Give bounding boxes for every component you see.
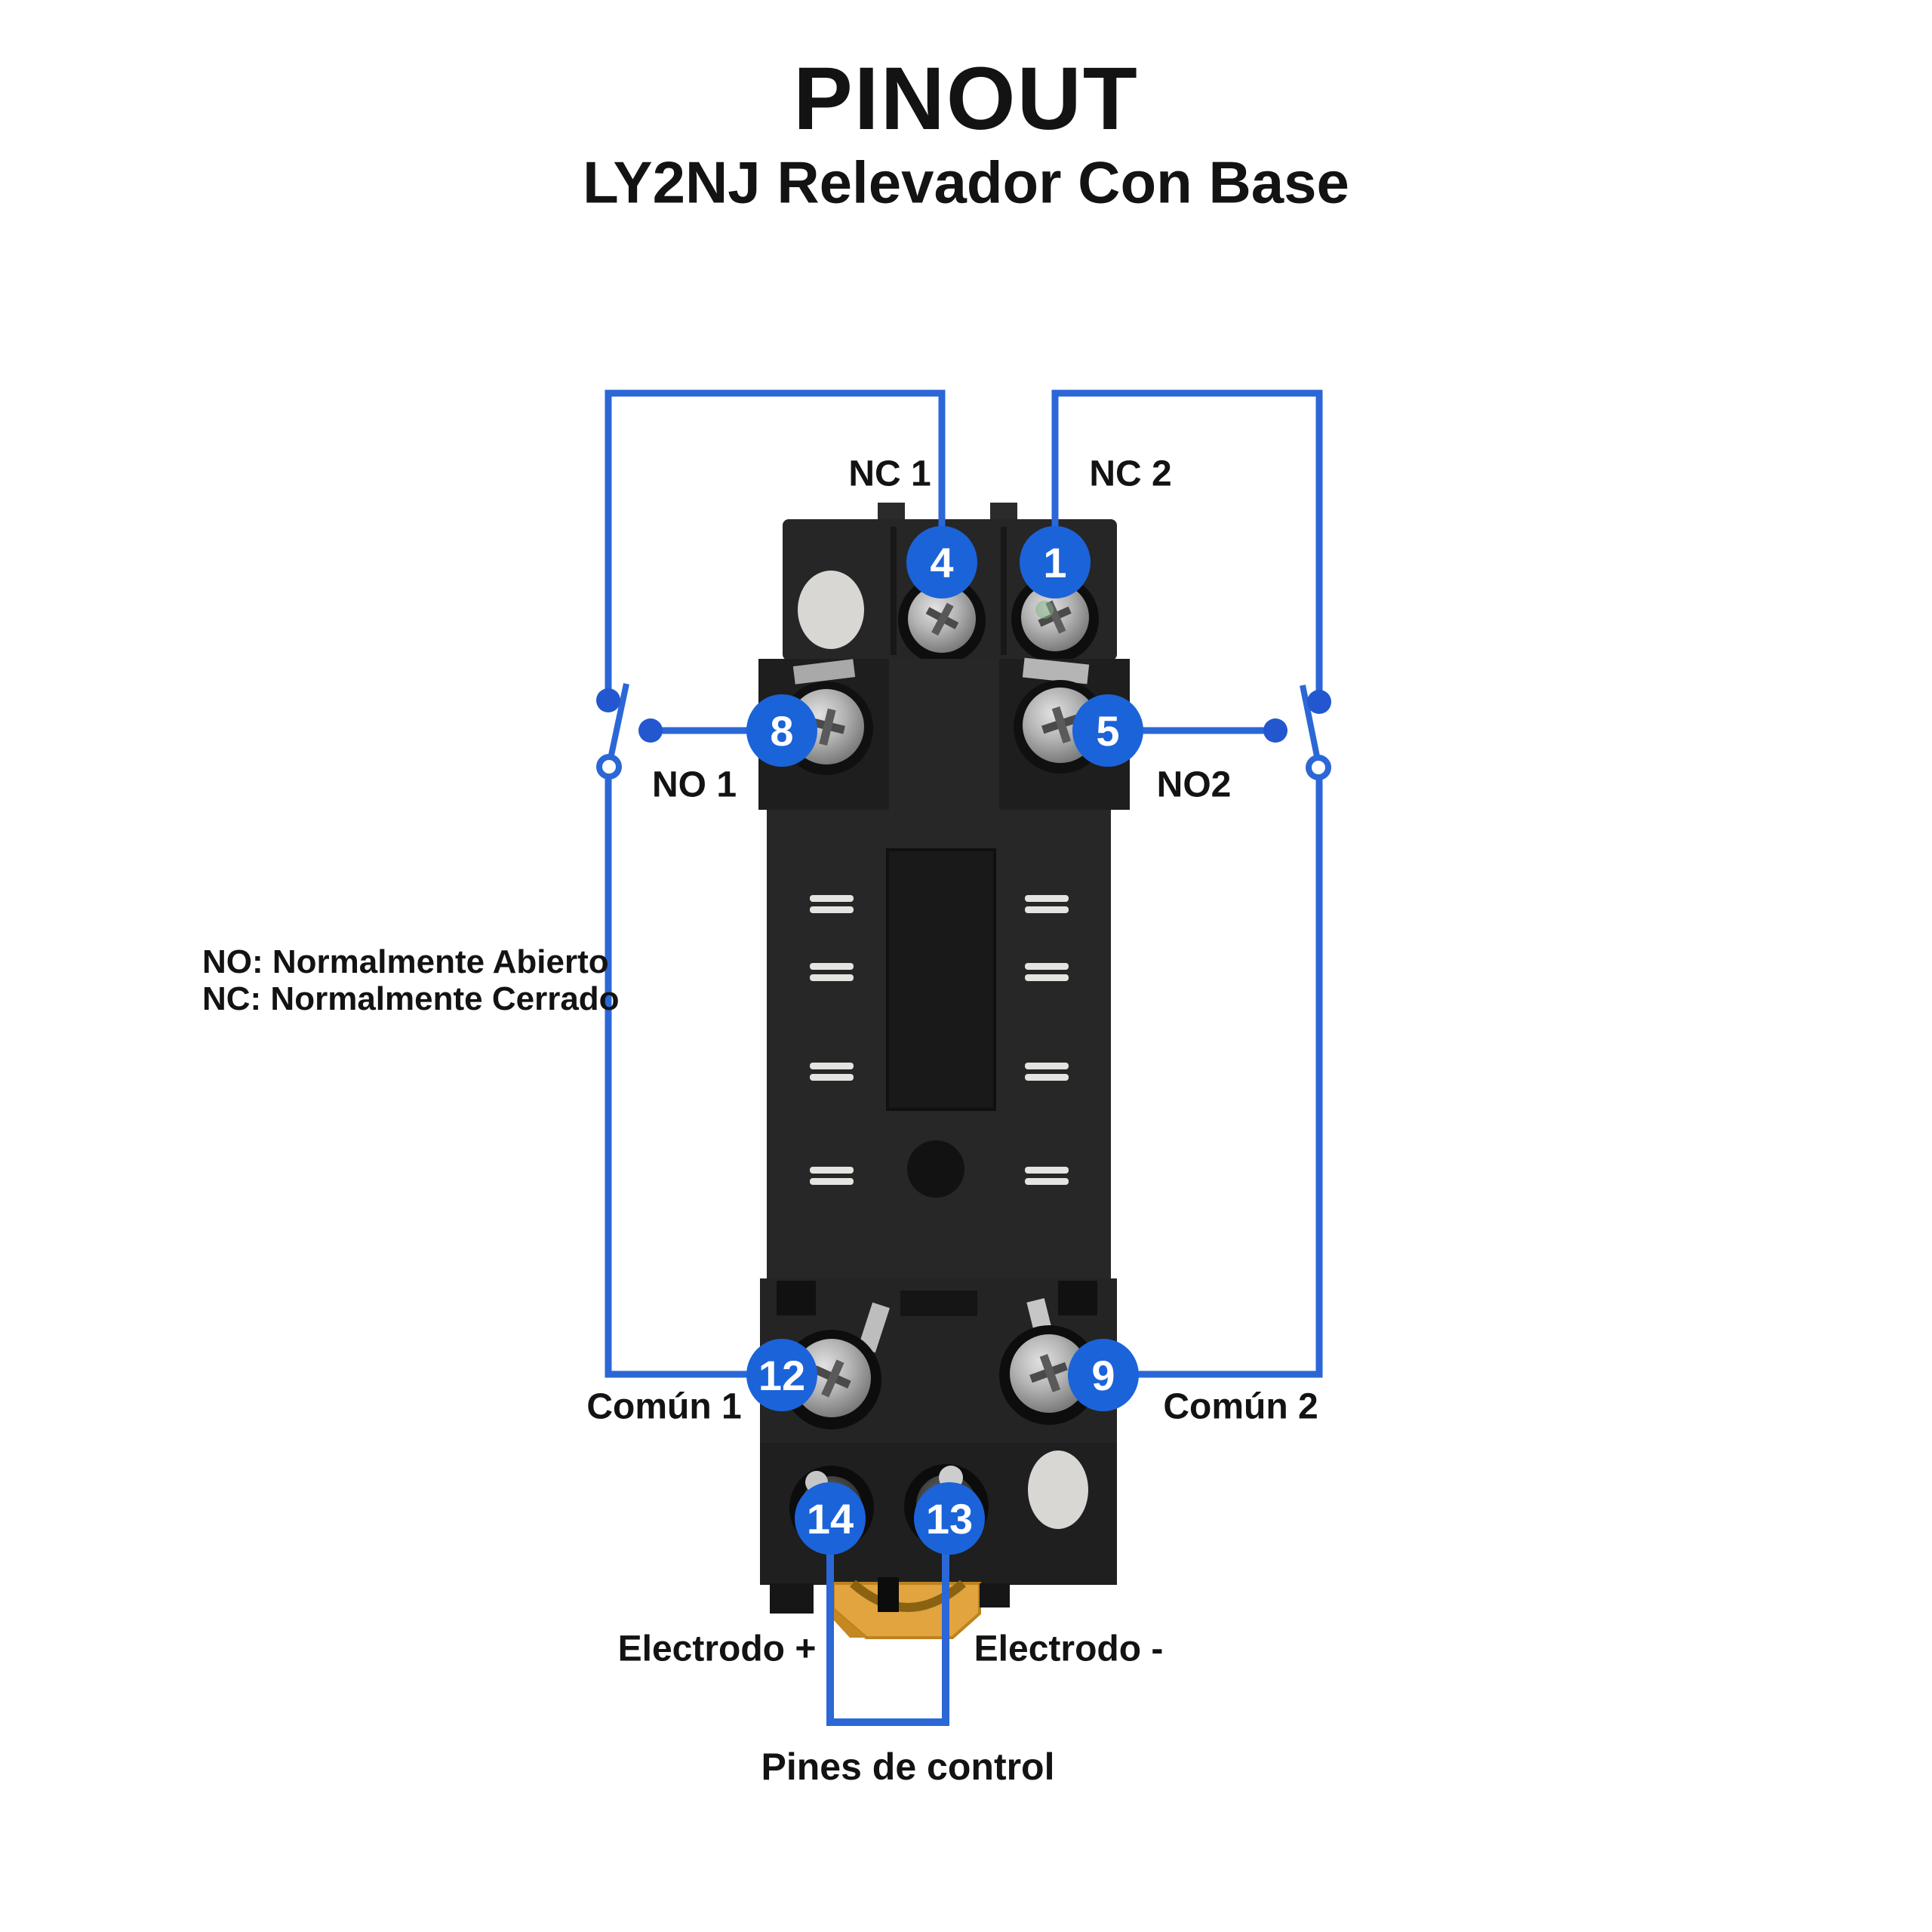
center-recess [886,848,996,1111]
label-electrodo-pos: Electrodo + [617,1629,817,1669]
pin-badge-5: 5 [1072,694,1143,767]
screw-terminal-9 [999,1325,1099,1425]
wire-nc2-bottom [1103,779,1323,1378]
wire-nc2-top [1051,389,1323,702]
pin-badge-1: 1 [1020,526,1091,598]
label-no1: NO 1 [651,764,737,805]
screw-terminal-4 [898,577,986,664]
center-hole [907,1140,964,1198]
label-electrodo-neg: Electrodo - [974,1629,1164,1669]
legend-nc-line: NC: Normalmente Cerrado [202,980,620,1017]
page-title: PINOUT [793,49,1139,149]
pin-badge-9: 9 [1068,1339,1139,1411]
switch-contact-dots [596,688,1331,743]
legend-no-line: NO: Normalmente Abierto [202,943,609,980]
mounting-hole-top [798,571,864,649]
label-no2: NO2 [1156,764,1232,805]
notch-center [900,1291,977,1316]
contact-metal [858,1302,890,1353]
switch-pivots [596,754,1331,780]
foot-center-pin [878,1577,899,1612]
pin-badge-8: 8 [746,694,817,767]
groove [891,527,897,655]
legend: NO: Normalmente Abierto NC: Normalmente … [202,943,620,1017]
relay-socket-photo [758,503,1130,1639]
wire-control-bracket [826,1518,949,1726]
label-control-pins: Pines de control [761,1746,1055,1788]
retaining-clip [832,1580,981,1639]
socket-slots-right [1025,895,1069,1185]
wire-nc1-top [605,389,946,700]
foot-right [980,1583,1010,1607]
notch [1058,1281,1097,1315]
groove [1001,527,1007,655]
notch [777,1281,816,1315]
contact-metal [1022,657,1090,685]
label-nc1: NC 1 [848,454,931,494]
pin-badge-14: 14 [795,1482,866,1555]
socket-slots-left [810,895,854,1185]
contact-metal [792,659,856,685]
center-column [889,659,999,810]
wire-nc1-bottom [605,777,782,1378]
pin-badge-4: 4 [906,526,977,598]
switch-lever-right [1300,685,1321,764]
label-nc2: NC 2 [1089,454,1172,494]
screw-terminal-1 [1011,575,1099,663]
pin-badge-13: 13 [914,1482,985,1555]
label-comun1: Común 1 [586,1386,742,1427]
mounting-hole-bottom [1028,1451,1088,1529]
foot-left [770,1583,814,1614]
label-comun2: Común 2 [1163,1386,1318,1427]
switch-lever-left [607,683,629,763]
pin-badge-12: 12 [746,1339,817,1411]
page-subtitle: LY2NJ Relevador Con Base [583,149,1349,216]
